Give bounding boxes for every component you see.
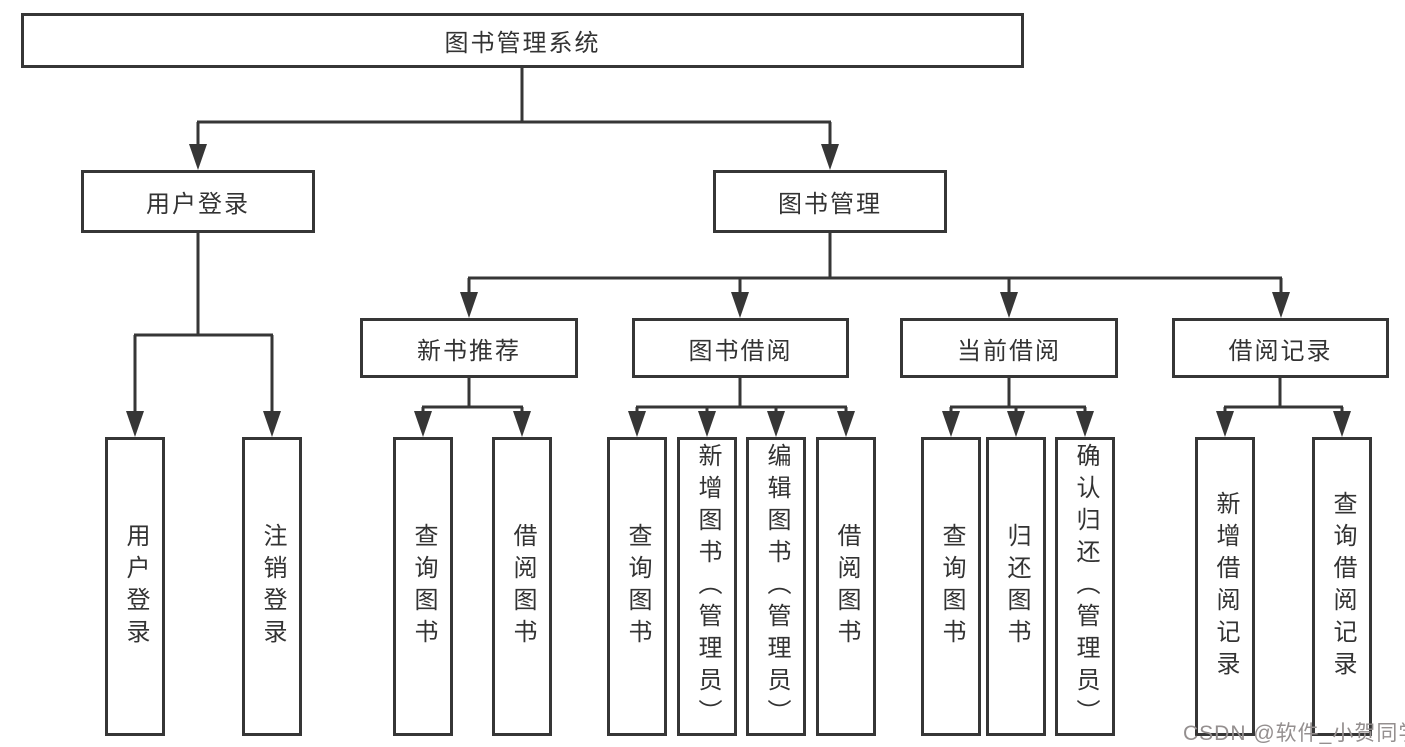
leaf-query-books-2: 查询图书	[607, 437, 667, 736]
leaf-label: 借阅图书	[833, 522, 860, 651]
node-label: 图书管理	[778, 191, 882, 218]
leaf-confirm-return-admin: 确认归还（管理员）	[1055, 437, 1115, 736]
leaf-label: 新增借阅记录	[1212, 490, 1239, 683]
node-user-login: 用户登录	[81, 170, 315, 233]
leaf-query-books-3: 查询图书	[921, 437, 981, 736]
leaf-user-login: 用户登录	[105, 437, 165, 736]
connector-current-borrow-children	[942, 378, 1094, 437]
node-label: 用户登录	[146, 191, 250, 218]
watermark: CSDN @软件_小贺同学	[1183, 722, 1405, 745]
leaf-edit-book-admin: 编辑图书（管理员）	[746, 437, 806, 736]
leaf-query-borrow-record: 查询借阅记录	[1312, 437, 1372, 736]
leaf-borrow-books-1: 借阅图书	[492, 437, 552, 736]
node-root: 图书管理系统	[21, 13, 1024, 68]
leaf-add-book-admin: 新增图书（管理员）	[677, 437, 737, 736]
node-label: 图书借阅	[688, 337, 793, 365]
node-label: 新书推荐	[417, 337, 521, 365]
leaf-label: 用户登录	[122, 522, 149, 651]
node-root-label: 图书管理系统	[444, 30, 601, 57]
connector-borrow-records-children	[1216, 378, 1351, 437]
leaf-label: 查询借阅记录	[1329, 490, 1356, 683]
connector-book-borrow-children	[628, 378, 855, 437]
leaf-logout: 注销登录	[242, 437, 302, 736]
leaf-label: 归还图书	[1003, 522, 1030, 651]
leaf-borrow-books-2: 借阅图书	[816, 437, 876, 736]
leaf-label: 查询图书	[410, 522, 437, 651]
connector-book-mgmt-children	[460, 233, 1290, 318]
connector-user-login-children	[126, 233, 281, 437]
leaf-label: 查询图书	[938, 522, 965, 651]
leaf-return-book: 归还图书	[986, 437, 1046, 736]
node-new-book-recommend: 新书推荐	[360, 318, 578, 378]
leaf-add-borrow-record: 新增借阅记录	[1195, 437, 1255, 736]
leaf-label: 编辑图书（管理员）	[763, 442, 790, 731]
connector-root-to-level2	[189, 68, 839, 170]
node-book-management: 图书管理	[713, 170, 947, 233]
node-borrow-records: 借阅记录	[1172, 318, 1389, 378]
connector-new-book-children	[414, 378, 531, 437]
node-book-borrow: 图书借阅	[632, 318, 849, 378]
node-current-borrow: 当前借阅	[900, 318, 1118, 378]
leaf-label: 注销登录	[259, 522, 286, 651]
leaf-label: 新增图书（管理员）	[694, 442, 721, 731]
leaf-label: 查询图书	[624, 522, 651, 651]
node-label: 当前借阅	[957, 337, 1061, 365]
node-label: 借阅记录	[1228, 337, 1333, 365]
leaf-label: 借阅图书	[509, 522, 536, 651]
leaf-query-books-1: 查询图书	[393, 437, 453, 736]
leaf-label: 确认归还（管理员）	[1072, 442, 1099, 731]
